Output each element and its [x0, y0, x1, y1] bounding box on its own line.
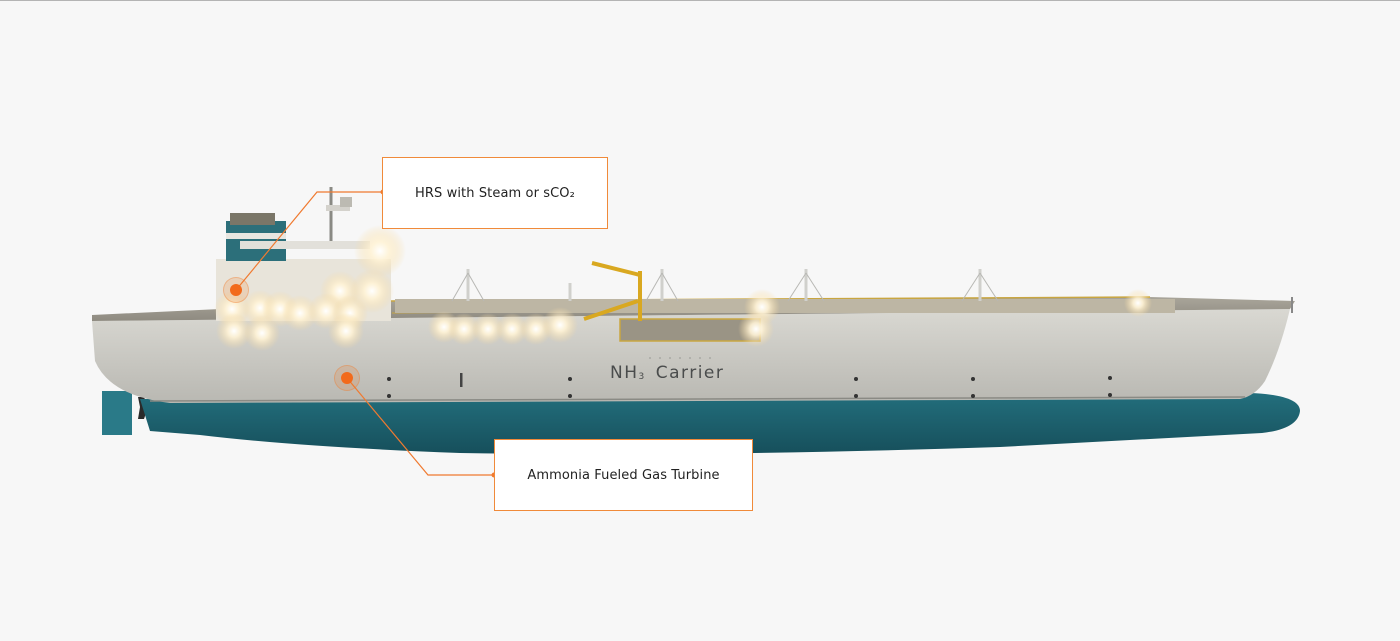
gas-turbine-hotspot-marker[interactable]	[334, 365, 360, 391]
hotspot-dot-icon	[341, 372, 353, 384]
hrs-hotspot-marker[interactable]	[223, 277, 249, 303]
callout-gas-turbine-label: Ammonia Fueled Gas Turbine	[527, 467, 720, 483]
hotspot-dot-icon	[230, 284, 242, 296]
callout-hrs-label: HRS with Steam or sCO₂	[415, 185, 575, 201]
callout-hrs[interactable]: HRS with Steam or sCO₂	[382, 157, 608, 229]
callout-gas-turbine[interactable]: Ammonia Fueled Gas Turbine	[494, 439, 753, 511]
